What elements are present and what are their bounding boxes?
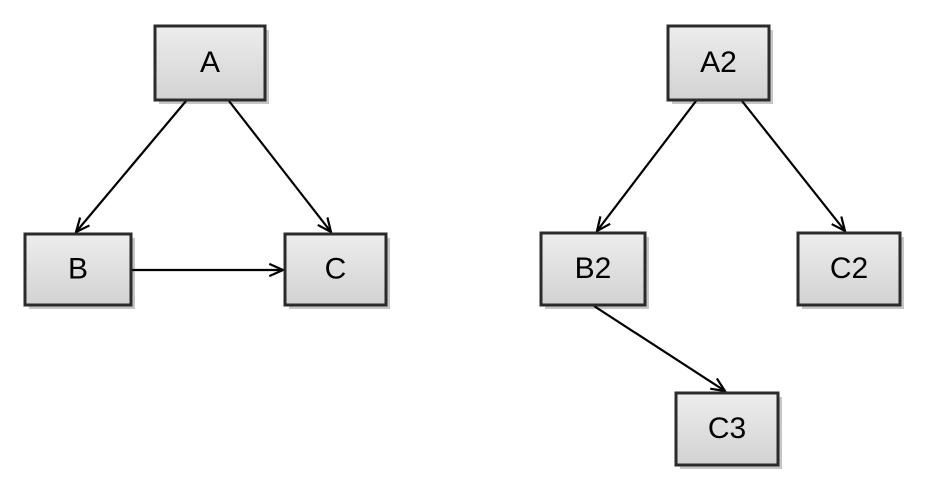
edge-group [74,100,847,393]
node-a[interactable]: A [153,24,267,102]
node-label: C [325,252,347,285]
node-label: C2 [830,252,868,285]
node-label: B2 [575,252,612,285]
arrowhead-icon [317,217,333,235]
edge-a2-to-c2[interactable] [741,100,847,234]
node-c[interactable]: C [283,232,388,307]
edge-b2-to-c3[interactable] [593,305,728,393]
node-box[interactable] [666,24,771,102]
arrowhead-icon [710,377,728,393]
node-b[interactable]: B [23,232,133,307]
arrowhead-icon [268,262,286,278]
arrowhead-icon [831,216,847,234]
node-box[interactable] [539,231,647,307]
arrowhead-icon [595,216,611,234]
node-c2[interactable]: C2 [796,231,902,307]
edge-line [75,100,187,233]
edge-a-to-b[interactable] [74,100,187,235]
node-box[interactable] [283,232,388,307]
node-label: C3 [708,412,746,445]
edge-a2-to-b2[interactable] [595,100,697,234]
node-c3[interactable]: C3 [674,391,780,467]
node-label: B [68,252,88,285]
edge-line [228,100,332,233]
node-a2[interactable]: A2 [666,24,771,102]
node-b2[interactable]: B2 [539,231,647,307]
edge-line [593,305,726,392]
node-box[interactable] [23,232,133,307]
node-box[interactable] [674,391,780,467]
edge-a-to-c[interactable] [228,100,333,235]
edge-line [596,100,697,232]
arrowhead-icon [74,217,90,235]
edge-b-to-c[interactable] [132,262,286,278]
node-box[interactable] [796,231,902,307]
node-box[interactable] [153,24,267,102]
node-label: A [200,46,220,79]
edge-line [741,100,846,232]
node-label: A2 [700,46,737,79]
